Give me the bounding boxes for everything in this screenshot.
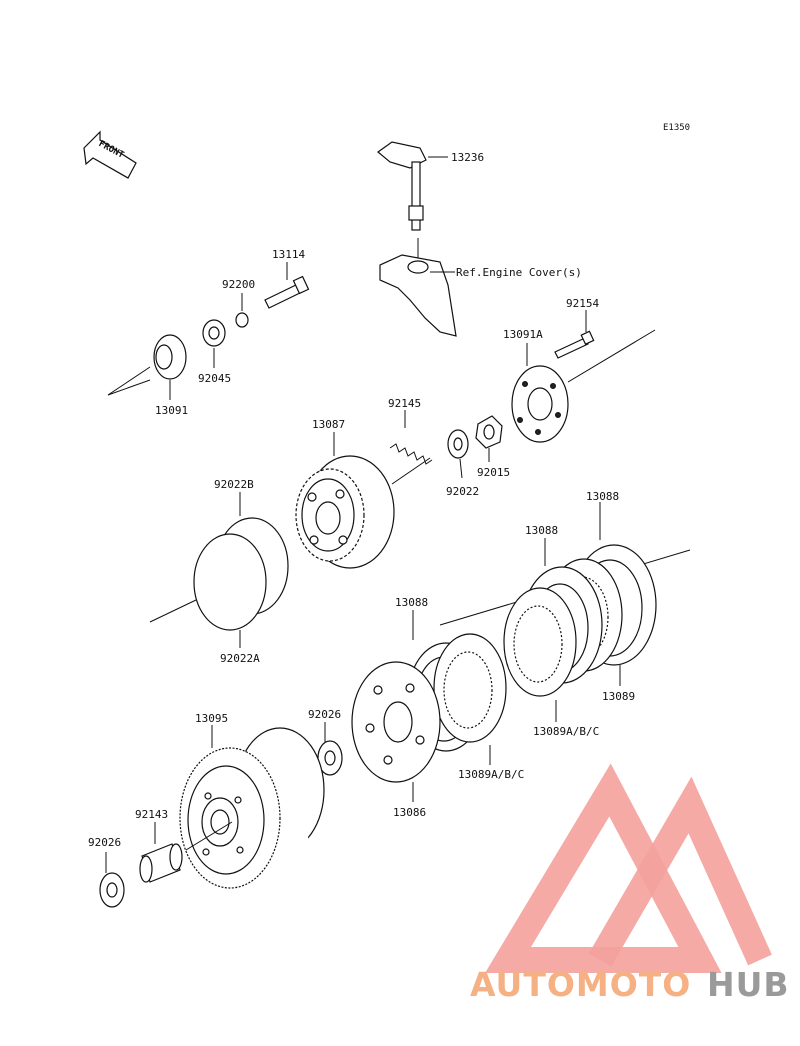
label-92143: 92143 bbox=[135, 808, 168, 821]
label-13089ABC-lower: 13089A/B/C bbox=[458, 768, 524, 781]
label-13091A: 13091A bbox=[503, 328, 543, 341]
bolt-92154 bbox=[554, 310, 595, 359]
label-13091: 13091 bbox=[155, 404, 188, 417]
label-13089: 13089 bbox=[602, 690, 635, 703]
pin-13114 bbox=[264, 262, 310, 309]
label-13088-low: 13088 bbox=[395, 596, 428, 609]
label-92015: 92015 bbox=[477, 466, 510, 479]
washer-92200 bbox=[235, 312, 249, 328]
bearing-92045 bbox=[202, 319, 226, 368]
label-13088-mid: 13088 bbox=[525, 524, 558, 537]
plate-13091A bbox=[511, 329, 656, 443]
label-13086: 13086 bbox=[393, 806, 426, 819]
pressure-plate-13086 bbox=[351, 661, 441, 802]
label-13236: 13236 bbox=[451, 151, 484, 164]
watermark-text-gray: HUB bbox=[707, 965, 790, 1004]
label-13095: 13095 bbox=[195, 712, 228, 725]
spring-92145 bbox=[389, 410, 433, 465]
label-92045: 92045 bbox=[198, 372, 231, 385]
label-92145: 92145 bbox=[388, 397, 421, 410]
label-92022A: 92022A bbox=[220, 652, 260, 665]
clutch-housing-13095 bbox=[179, 725, 325, 889]
label-92022B: 92022B bbox=[214, 478, 254, 491]
label-13088-top: 13088 bbox=[586, 490, 619, 503]
diagram-code: E1350 bbox=[663, 123, 690, 133]
watermark-logo: AUTOMOTO HUB bbox=[470, 763, 790, 1004]
label-92022: 92022 bbox=[446, 485, 479, 498]
front-arrow-icon: FRONT bbox=[83, 130, 137, 179]
label-92154: 92154 bbox=[566, 297, 599, 310]
label-13087: 13087 bbox=[312, 418, 345, 431]
watermark-text-orange: AUTOMOTO bbox=[470, 965, 691, 1004]
washer-92022 bbox=[447, 429, 469, 479]
engine-cover-bracket bbox=[379, 238, 457, 337]
ref-note: Ref.Engine Cover(s) bbox=[456, 266, 582, 279]
cap-13091 bbox=[107, 334, 187, 400]
label-13089ABC-upper: 13089A/B/C bbox=[533, 725, 599, 738]
sleeve-92143 bbox=[139, 821, 233, 883]
label-92200: 92200 bbox=[222, 278, 255, 291]
label-92026-mid: 92026 bbox=[308, 708, 341, 721]
label-92026-low: 92026 bbox=[88, 836, 121, 849]
label-13114: 13114 bbox=[272, 248, 305, 261]
nut-92015 bbox=[475, 415, 503, 462]
washer-92026-low bbox=[99, 852, 125, 908]
shaft-13236 bbox=[377, 141, 448, 231]
rings-92022 bbox=[149, 492, 289, 648]
clutch-hub-13087 bbox=[295, 432, 431, 569]
